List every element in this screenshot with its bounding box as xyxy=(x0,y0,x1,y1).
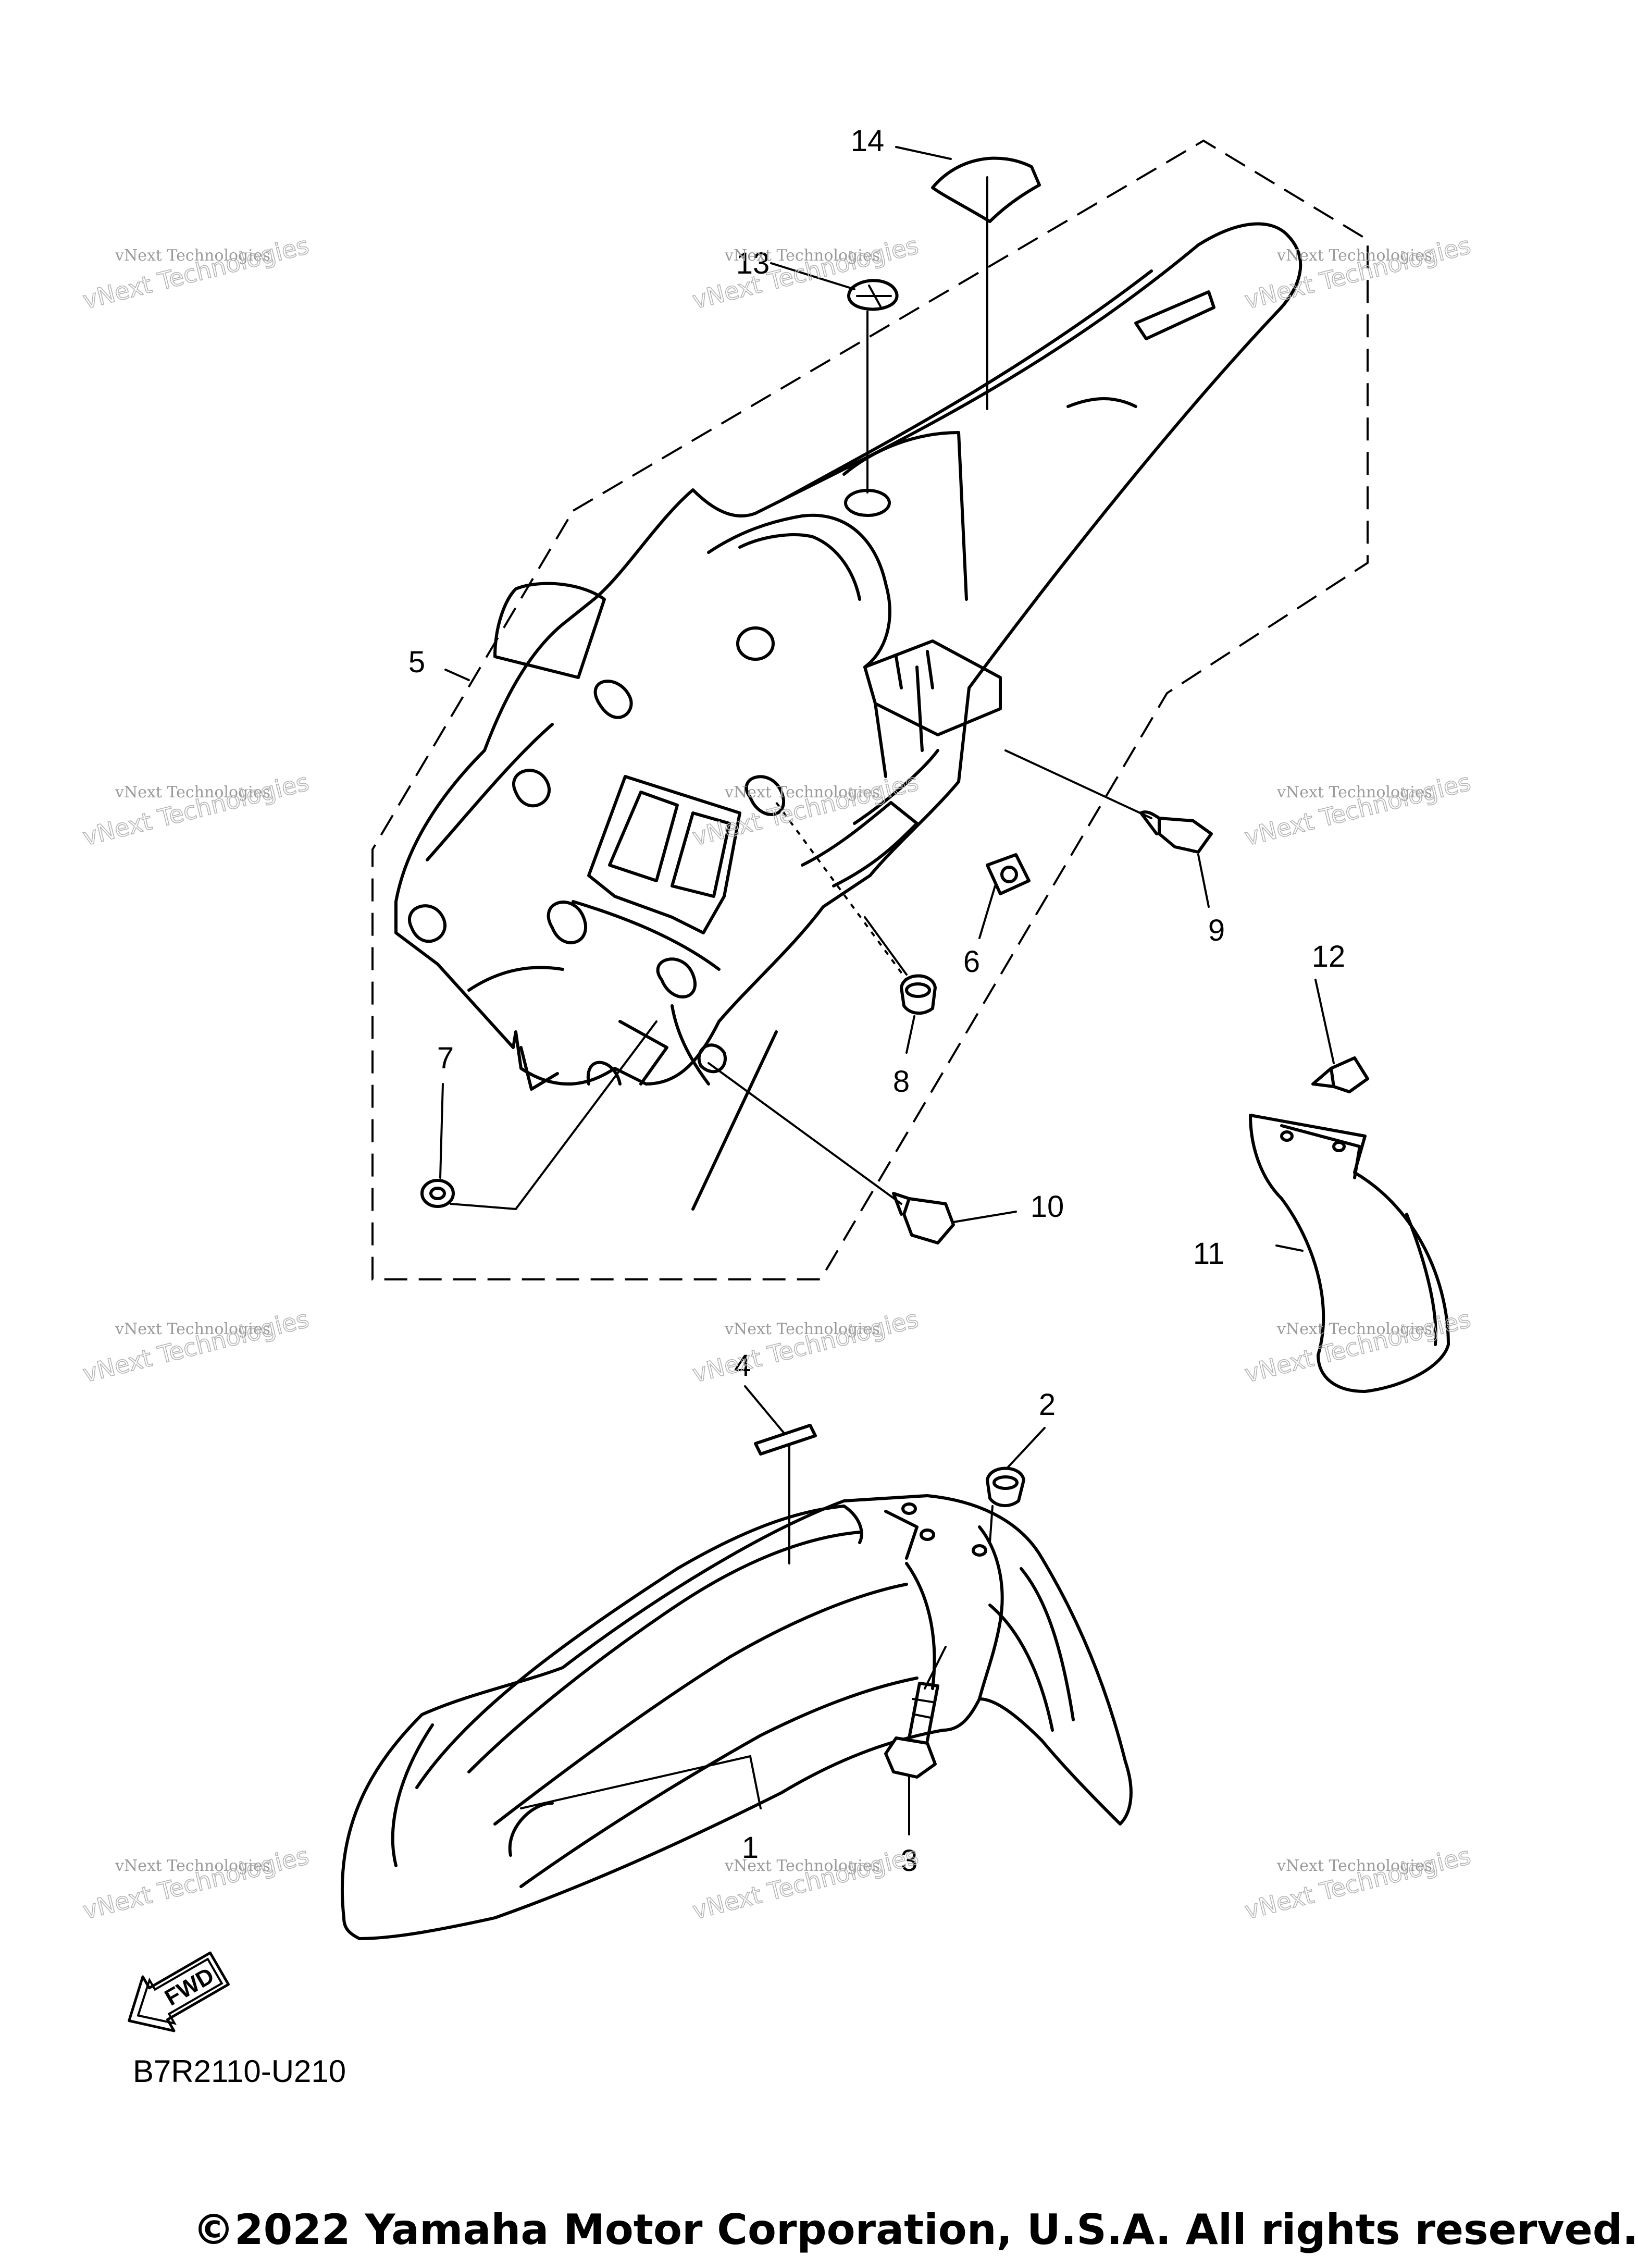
nut-6 xyxy=(986,853,1031,895)
svg-text:vNext Technologies: vNext Technologies xyxy=(115,783,270,802)
parts-diagram: 1 2 3 4 5 6 7 8 9 10 11 12 13 14 FWD B7R… xyxy=(80,124,1474,2089)
svg-text:vNext Technologies: vNext Technologies xyxy=(80,1304,312,1388)
callout-4: 4 xyxy=(734,1349,751,1383)
svg-text:vNext Technologies: vNext Technologies xyxy=(724,783,880,802)
bolt-9 xyxy=(1158,817,1213,854)
svg-text:vNext Technologies: vNext Technologies xyxy=(80,1841,312,1925)
assembly-outline xyxy=(371,139,1369,1280)
label-4 xyxy=(754,1424,817,1456)
emblem-13 xyxy=(847,279,899,311)
svg-text:vNext Technologies: vNext Technologies xyxy=(1276,1857,1432,1875)
callout-5: 5 xyxy=(408,645,425,679)
callout-14: 14 xyxy=(851,124,885,158)
washer-7 xyxy=(420,1179,455,1208)
bolt-10 xyxy=(902,1197,955,1244)
rear-fender xyxy=(394,222,1302,1211)
svg-text:vNext Technologies: vNext Technologies xyxy=(724,246,880,265)
svg-text:vNext Technologies: vNext Technologies xyxy=(724,1320,880,1338)
svg-text:vNext Technologies: vNext Technologies xyxy=(1276,246,1432,265)
svg-text:vNext Technologies: vNext Technologies xyxy=(115,246,270,265)
diagram-code: B7R2110-U210 xyxy=(133,2054,346,2089)
screw-12 xyxy=(1330,1056,1369,1093)
mud-flap-11 xyxy=(1249,1114,1450,1393)
callout-11: 11 xyxy=(1193,1237,1224,1271)
leader-lines xyxy=(439,146,1335,1835)
svg-text:vNext Technologies: vNext Technologies xyxy=(690,1841,921,1925)
callout-3: 3 xyxy=(901,1844,917,1878)
bolt-3 xyxy=(884,1736,937,1779)
callout-1: 1 xyxy=(742,1831,759,1865)
svg-text:vNext Technologies: vNext Technologies xyxy=(1276,1320,1432,1338)
svg-text:vNext Technologies: vNext Technologies xyxy=(724,1857,880,1875)
svg-text:vNext Technologies: vNext Technologies xyxy=(1242,768,1473,851)
grommet-8 xyxy=(900,974,937,1015)
callout-2: 2 xyxy=(1039,1388,1056,1422)
callout-12: 12 xyxy=(1312,940,1346,973)
front-fender xyxy=(340,1494,1133,1940)
svg-text:vNext Technologies: vNext Technologies xyxy=(1242,1841,1473,1925)
svg-text:vNext Technologies: vNext Technologies xyxy=(1276,783,1432,802)
copyright-notice: ©2022 Yamaha Motor Corporation, U.S.A. A… xyxy=(193,2205,1638,2254)
fwd-arrow-icon: FWD xyxy=(128,1951,230,2032)
callout-8: 8 xyxy=(893,1065,910,1099)
callout-13: 13 xyxy=(736,246,770,280)
callout-6: 6 xyxy=(963,945,980,979)
svg-text:vNext Technologies: vNext Technologies xyxy=(115,1320,270,1338)
callout-10: 10 xyxy=(1031,1190,1064,1224)
callout-7: 7 xyxy=(437,1041,454,1075)
svg-text:vNext Technologies: vNext Technologies xyxy=(80,768,312,851)
svg-text:vNext Technologies: vNext Technologies xyxy=(690,1304,921,1388)
decal-14 xyxy=(931,156,1041,223)
svg-text:vNext Technologies: vNext Technologies xyxy=(115,1857,270,1875)
svg-text:vNext Technologies: vNext Technologies xyxy=(80,231,312,314)
callout-9: 9 xyxy=(1208,914,1225,947)
